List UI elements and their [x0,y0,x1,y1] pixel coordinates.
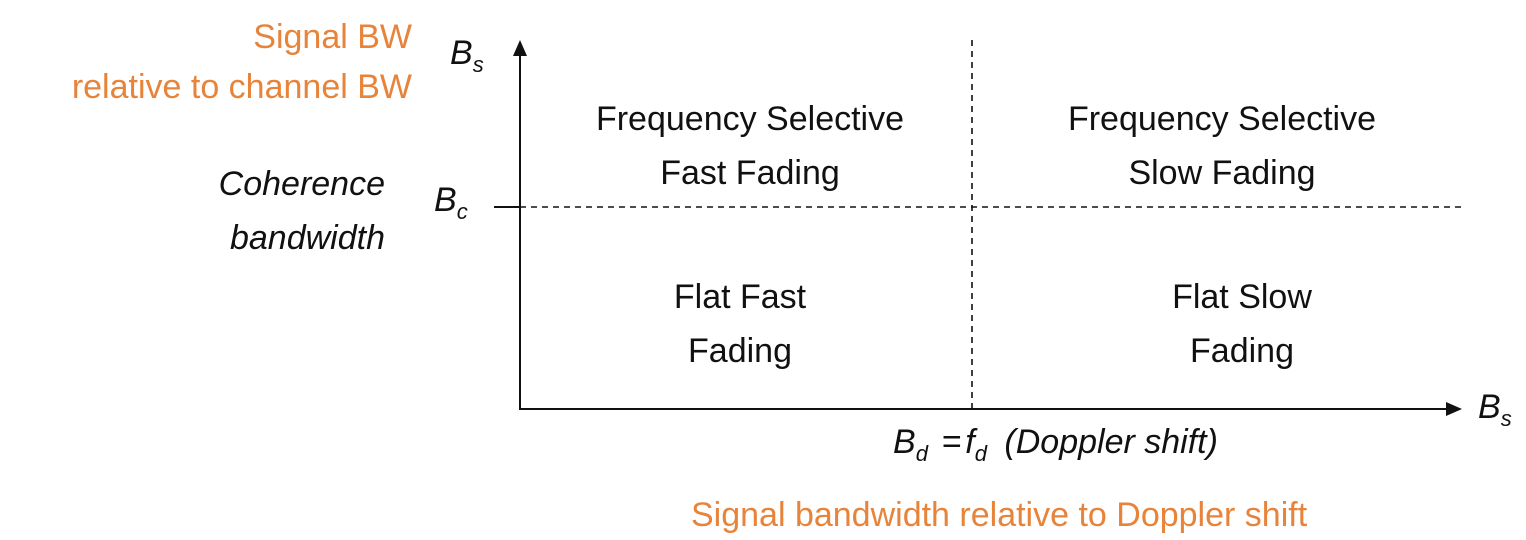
y-axis-title: Signal BW relative to channel BW [0,12,412,112]
quadrant-top-left-line1: Frequency Selective [595,100,905,138]
y-axis-arrow [513,40,527,56]
coherence-label: Coherence bandwidth [150,157,385,265]
coherence-label-line1: Coherence [218,165,385,203]
doppler-equals: = [941,423,962,461]
doppler-note: (Doppler shift) [1004,423,1218,461]
coherence-label-line2: bandwidth [229,219,385,257]
x-axis-title: Signal bandwidth relative to Doppler shi… [691,496,1308,534]
quadrant-top-right-line2: Slow Fading [1128,154,1316,192]
coherence-symbol: Bc [434,181,468,224]
quadrant-top-left-line2: Fast Fading [660,154,840,192]
quadrant-bottom-right-line2: Fading [1190,332,1294,370]
y-axis-title-line1: Signal BW [253,18,412,56]
quadrant-top-right: Frequency Selective Slow Fading [1012,92,1432,200]
y-axis-symbol: Bs [450,34,484,77]
quadrant-top-right-line1: Frequency Selective [1067,100,1377,138]
quadrant-bottom-right-line1: Flat Slow [1172,278,1312,316]
quadrant-bottom-right: Flat Slow Fading [1092,270,1392,378]
quadrant-bottom-left-line1: Flat Fast [673,278,807,316]
doppler-label: Bd =fd (Doppler shift) [893,423,1218,466]
x-axis-arrow [1446,402,1462,416]
quadrant-bottom-left: Flat Fast Fading [590,270,890,378]
quadrant-bottom-left-line2: Fading [688,332,792,370]
x-axis-symbol: Bs [1478,388,1512,431]
quadrant-top-left: Frequency Selective Fast Fading [540,92,960,200]
y-axis-title-line2: relative to channel BW [71,68,412,106]
